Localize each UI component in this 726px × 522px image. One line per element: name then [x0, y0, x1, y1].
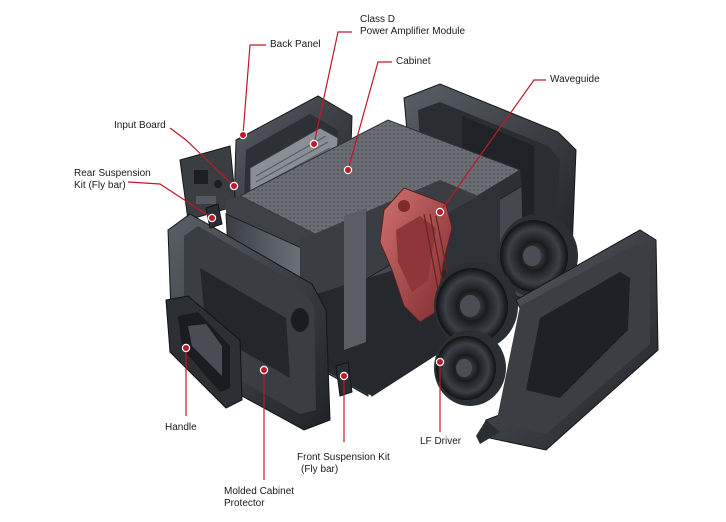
- label-rear-suspension: Rear Suspension Kit (Fly bar): [74, 168, 151, 191]
- leader-rear-suspension: [127, 181, 213, 219]
- dot-rear-suspension: [207, 213, 217, 223]
- label-back-panel: Back Panel: [270, 39, 321, 50]
- lf-driver-bottom: [434, 330, 506, 406]
- dot-cabinet: [343, 165, 353, 175]
- dot-handle: [181, 343, 191, 353]
- label-class-d: Class D Power Amplifier Module: [360, 14, 466, 37]
- dot-class-d: [309, 139, 319, 149]
- label-handle: Handle: [165, 422, 197, 433]
- dot-input-board: [229, 181, 239, 191]
- dot-front-suspension: [339, 371, 349, 381]
- leader-waveguide: [439, 79, 546, 213]
- leader-back-panel: [242, 44, 266, 136]
- dot-lf-driver: [435, 357, 445, 367]
- dot-back-panel: [238, 130, 248, 140]
- waveguide: [379, 187, 453, 323]
- label-molded-protector: Molded Cabinet Protector: [224, 486, 295, 509]
- leader-class-d: [313, 31, 352, 145]
- leader-input-board: [169, 127, 235, 187]
- label-front-suspension: Front Suspension Kit (Fly bar): [297, 452, 390, 475]
- label-cabinet: Cabinet: [396, 56, 431, 67]
- handle: [165, 295, 243, 409]
- leader-cabinet: [347, 61, 392, 171]
- dot-molded-protector: [259, 365, 269, 375]
- lf-drivers: [434, 214, 578, 406]
- lf-driver-middle: [434, 262, 518, 350]
- label-input-board: Input Board: [114, 120, 166, 131]
- label-lf-driver: LF Driver: [420, 436, 462, 447]
- front-frame: [476, 229, 659, 451]
- label-waveguide: Waveguide: [550, 74, 600, 85]
- dot-waveguide: [435, 207, 445, 217]
